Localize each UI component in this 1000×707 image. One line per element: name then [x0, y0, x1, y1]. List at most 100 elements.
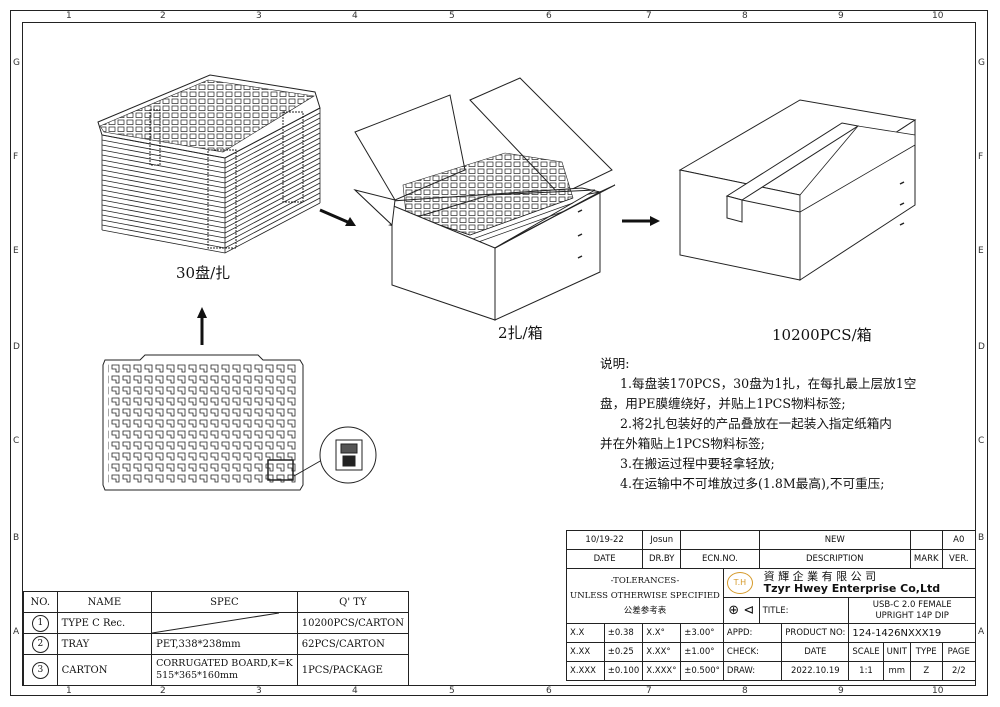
approved-label: APPD:	[722, 623, 783, 643]
header-mark: MARK	[909, 549, 943, 569]
company-name-en: Tzyr Hwey Enterprise Co,Ltd	[763, 582, 941, 595]
bom-row: 2 TRAY PET,338*238mm 62PCS/CARTON	[23, 633, 410, 655]
drawing-page: 2/2	[941, 661, 977, 681]
zone-col-top: 7	[646, 11, 652, 21]
zone-row-left: G	[13, 58, 20, 68]
zone-col-bottom: 4	[352, 686, 358, 696]
zone-row-left: D	[13, 342, 20, 352]
bom-header: NAME	[56, 591, 153, 613]
tolerance-heading: -TOLERANCES- UNLESS OTHERWISE SPECIFIED …	[566, 568, 724, 624]
open-box-illustration	[353, 77, 616, 321]
arrow-right-icon	[319, 208, 356, 226]
header-page: PAGE	[941, 642, 977, 662]
zone-col-top: 8	[742, 11, 748, 21]
note-line: 3.在搬运过程中要轻拿轻放;	[620, 456, 775, 471]
bom-header: SPEC	[151, 591, 298, 613]
zone-col-bottom: 6	[546, 686, 552, 696]
packaging-notes: 说明: 1.每盘装170PCS，30盘为1扎，在每扎最上层放1空 盘，用PE膜缠…	[600, 354, 916, 494]
zone-row-right: A	[978, 627, 985, 637]
drawing-title-line: USB-C 2.0 FEMALE	[872, 599, 952, 610]
tolerance-table-label: 公差参考表	[623, 605, 667, 616]
drawing-inner-frame	[22, 22, 976, 686]
item-quantity: 1PCS/PACKAGE	[296, 654, 410, 686]
tolerance-cell: X.X°	[642, 623, 682, 643]
zone-row-right: E	[978, 246, 984, 256]
company-logo-icon: T.H	[726, 572, 753, 594]
tray-stack-illustration	[97, 74, 321, 254]
zone-row-right: G	[978, 58, 985, 68]
zone-col-bottom: 8	[742, 686, 748, 696]
item-name: TYPE C Rec.	[56, 612, 153, 634]
bundle-label: 30盘/扎	[176, 264, 231, 282]
item-quantity: 10200PCS/CARTON	[296, 612, 410, 634]
zone-col-bottom: 2	[160, 686, 166, 696]
tolerance-cell: X.XXX°	[642, 661, 682, 681]
draw-label: DRAW:	[722, 661, 783, 681]
spec-blank-diagonal	[152, 613, 280, 633]
tolerance-title: -TOLERANCES-	[610, 575, 680, 586]
item-spec-line: CORRUGATED BOARD,K=K	[156, 658, 293, 669]
title-label: TITLE:	[758, 597, 850, 624]
zone-row-right: B	[978, 533, 985, 543]
zone-col-top: 5	[449, 11, 455, 21]
revision-version: A0	[941, 530, 977, 550]
revision-mark	[909, 530, 943, 550]
projection-symbol-icon: ⊕ ⊲	[722, 597, 760, 624]
zone-row-left: C	[13, 436, 20, 446]
zone-col-top: 3	[256, 11, 262, 21]
zone-col-bottom: 9	[838, 686, 844, 696]
zone-col-bottom: 7	[646, 686, 652, 696]
zone-col-top: 2	[160, 11, 166, 21]
tolerance-cell: ±1.00°	[680, 642, 724, 662]
header-description: DESCRIPTION	[758, 549, 911, 569]
header-type: TYPE	[909, 642, 943, 662]
item-number: 2	[31, 635, 49, 653]
item-name: CARTON	[56, 654, 153, 686]
header-date: DATE	[781, 642, 850, 662]
check-label: CHECK:	[722, 642, 783, 662]
item-number: 1	[31, 614, 49, 632]
note-line: 盘，用PE膜缠绕好，并贴上1PCS物料标签;	[600, 396, 846, 411]
bom-row: 3 CARTON CORRUGATED BOARD,K=K 515*365*16…	[23, 654, 410, 686]
revision-description: NEW	[758, 530, 911, 550]
drawing-type: Z	[909, 661, 943, 681]
zone-col-top: 1	[66, 11, 72, 21]
revision-drawn-by: Josun	[642, 530, 682, 550]
zone-row-right: D	[978, 342, 985, 352]
header-drawn-by: DR.BY	[642, 549, 682, 569]
header-unit: UNIT	[882, 642, 911, 662]
drawing-title: USB-C 2.0 FEMALE UPRIGHT 14P DIP	[848, 597, 976, 624]
arrow-up-icon	[197, 307, 207, 345]
item-number: 3	[31, 661, 49, 679]
drawing-outer-frame	[10, 10, 988, 696]
note-line: 4.在运输中不可堆放过多(1.8M最高),不可重压;	[620, 476, 885, 491]
header-version: VER.	[941, 549, 977, 569]
item-spec-line: 515*365*160mm	[156, 670, 239, 681]
arrow-right-icon	[622, 216, 660, 226]
zone-row-left: F	[13, 152, 19, 162]
notes-heading: 说明:	[600, 356, 630, 371]
company-cell: T.H 資 輝 企 業 有 限 公 司 Tzyr Hwey Enterprise…	[722, 568, 977, 598]
tolerance-subtitle: UNLESS OTHERWISE SPECIFIED	[570, 590, 720, 601]
header-scale: SCALE	[848, 642, 884, 662]
zone-col-top: 6	[546, 11, 552, 21]
header-ecn: ECN.NO.	[680, 549, 760, 569]
tolerance-cell: X.X	[566, 623, 605, 643]
bom-header: Q' TY	[296, 591, 410, 613]
tolerance-cell: X.XX°	[642, 642, 682, 662]
tolerance-cell: ±0.500°	[680, 661, 724, 681]
item-spec: PET,338*238mm	[151, 633, 298, 655]
sealed-carton-illustration	[678, 99, 917, 281]
detail-callout-illustration	[293, 426, 377, 484]
zone-col-bottom: 3	[256, 686, 262, 696]
zone-row-left: E	[13, 246, 19, 256]
product-no-label: PRODUCT NO:	[781, 623, 850, 643]
item-name: TRAY	[56, 633, 153, 655]
zone-col-bottom: 5	[449, 686, 455, 696]
tolerance-cell: ±0.100	[603, 661, 644, 681]
item-spec: CORRUGATED BOARD,K=K 515*365*160mm	[151, 654, 298, 686]
carton-label: 10200PCS/箱	[772, 326, 872, 344]
title-block: 10/19-22 Josun NEW A0 DATE DR.BY ECN.NO.…	[565, 530, 977, 681]
drawing-scale: 1:1	[848, 661, 884, 681]
zone-col-bottom: 1	[66, 686, 72, 696]
